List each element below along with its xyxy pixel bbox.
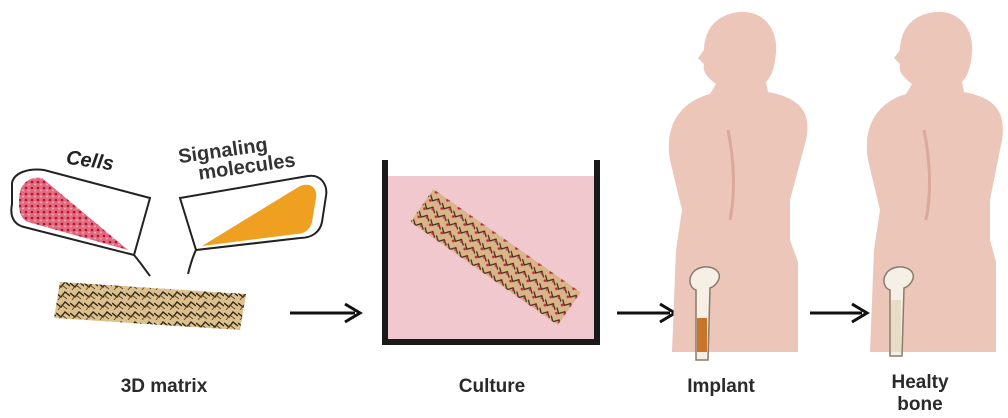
culture-label: Culture [432,376,552,398]
healthy-label-line1: Healty [870,372,970,394]
implant-label: Implant [666,376,776,398]
culture-dish-icon [385,160,597,342]
arrow-right-icon [810,304,867,322]
signaling-wedge-icon [180,176,326,274]
matrix-strip-icon [54,282,246,330]
cells-wedge-icon [11,170,150,276]
matrix-label: 3D matrix [104,376,224,398]
arrow-right-icon [617,304,675,322]
arrow-right-icon [290,304,360,322]
human-figure-icon [867,12,1003,352]
human-figure-icon [669,12,808,352]
healthy-label-line2: bone [870,394,970,416]
